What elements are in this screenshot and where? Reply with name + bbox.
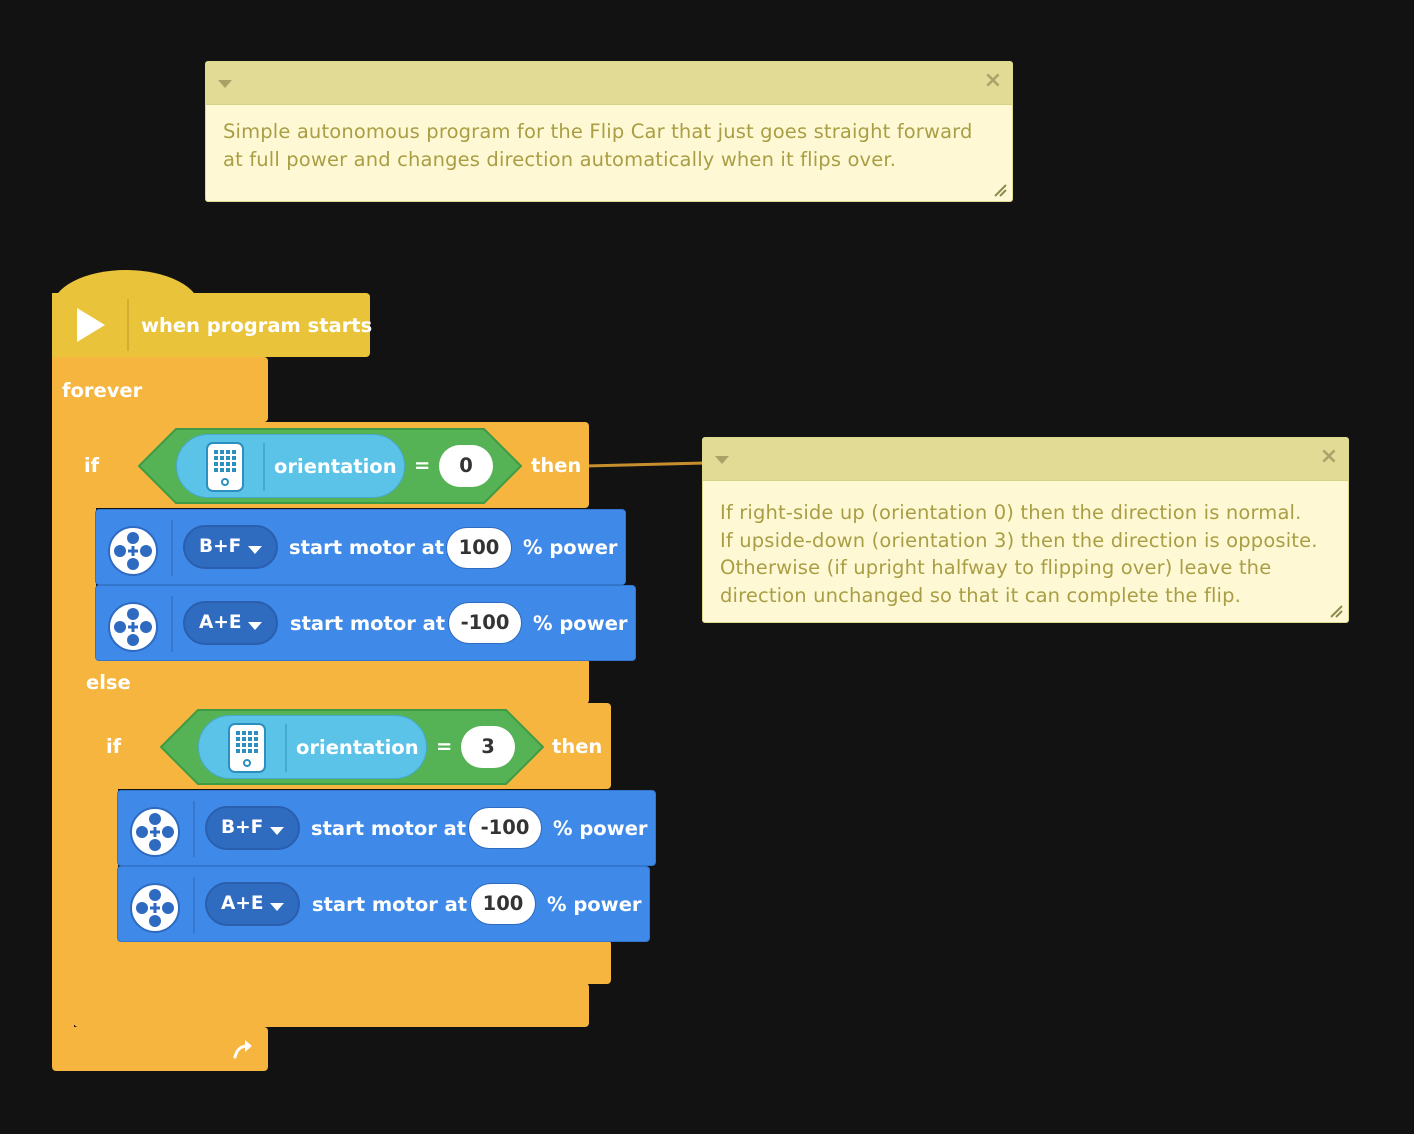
- motor-icon: [108, 602, 158, 652]
- else-label: else: [86, 671, 131, 694]
- equals-sign: =: [436, 735, 453, 758]
- forever-block[interactable]: [52, 357, 268, 422]
- chevron-down-icon: [248, 546, 262, 554]
- comment-note[interactable]: × If right-side up (orientation 0) then …: [702, 437, 1349, 623]
- then-label: then: [552, 735, 603, 758]
- comment-header[interactable]: ×: [703, 438, 1348, 481]
- loop-arrow-icon: [233, 1040, 252, 1059]
- chevron-down-icon: [248, 622, 262, 630]
- forever-label: forever: [62, 379, 143, 402]
- divider: [171, 520, 173, 576]
- forever-block-arm: [52, 420, 74, 1030]
- sensor-label: orientation: [274, 455, 397, 478]
- divider: [171, 596, 173, 652]
- equals-operator[interactable]: orientation = 0: [138, 428, 522, 504]
- if-label: if: [106, 735, 122, 758]
- power-label: % power: [547, 893, 642, 916]
- motor-icon: [108, 526, 158, 576]
- start-motor-block[interactable]: B+F start motor at 100 % power: [95, 509, 626, 585]
- condition-value-input[interactable]: 3: [461, 726, 515, 768]
- divider: [127, 299, 129, 351]
- motor-port-dropdown[interactable]: B+F: [205, 806, 300, 850]
- port-label: B+F: [199, 536, 242, 557]
- motor-port-dropdown[interactable]: A+E: [205, 882, 300, 926]
- hub-icon: [228, 723, 266, 773]
- comment-connector: [585, 461, 706, 468]
- equals-sign: =: [414, 454, 431, 477]
- resize-icon[interactable]: [993, 183, 1007, 197]
- power-input[interactable]: -100: [448, 602, 522, 644]
- condition-value-input[interactable]: 0: [439, 445, 493, 487]
- else-row[interactable]: [74, 658, 589, 704]
- close-icon[interactable]: ×: [1319, 444, 1339, 469]
- comment-text[interactable]: If right-side up (orientation 0) then th…: [720, 501, 1318, 607]
- port-label: A+E: [199, 612, 242, 633]
- power-label: % power: [553, 817, 648, 840]
- action-label: start motor at: [312, 893, 468, 916]
- equals-operator[interactable]: orientation = 3: [160, 709, 544, 785]
- start-motor-block[interactable]: A+E start motor at -100 % power: [95, 585, 636, 661]
- if-block-bottom[interactable]: [96, 940, 611, 984]
- power-input[interactable]: 100: [470, 883, 536, 925]
- hub-icon: [206, 442, 244, 492]
- forever-block-bottom[interactable]: [52, 1027, 268, 1071]
- action-label: start motor at: [289, 536, 445, 559]
- comment-header[interactable]: ×: [206, 62, 1012, 105]
- comment-text[interactable]: Simple autonomous program for the Flip C…: [223, 120, 973, 171]
- start-motor-block[interactable]: A+E start motor at 100 % power: [117, 866, 650, 942]
- collapse-icon[interactable]: [715, 456, 729, 464]
- divider: [193, 877, 195, 933]
- start-motor-block[interactable]: B+F start motor at -100 % power: [117, 790, 656, 866]
- divider: [193, 801, 195, 857]
- orientation-sensor[interactable]: orientation: [176, 434, 405, 498]
- divider: [285, 724, 287, 772]
- orientation-sensor[interactable]: orientation: [198, 715, 427, 779]
- power-input[interactable]: 100: [446, 527, 512, 569]
- motor-port-dropdown[interactable]: B+F: [183, 525, 278, 569]
- action-label: start motor at: [311, 817, 467, 840]
- port-label: A+E: [221, 893, 264, 914]
- sensor-label: orientation: [296, 736, 419, 759]
- port-label: B+F: [221, 817, 264, 838]
- chevron-down-icon: [270, 903, 284, 911]
- comment-note[interactable]: × Simple autonomous program for the Flip…: [205, 61, 1013, 202]
- when-program-starts-block[interactable]: when program starts: [52, 293, 373, 357]
- play-icon: [77, 308, 105, 342]
- hat-label: when program starts: [141, 314, 373, 337]
- if-else-arm: [74, 505, 96, 1025]
- then-label: then: [531, 454, 582, 477]
- motor-icon: [130, 807, 180, 857]
- power-label: % power: [533, 612, 628, 635]
- collapse-icon[interactable]: [218, 80, 232, 88]
- motor-port-dropdown[interactable]: A+E: [183, 601, 278, 645]
- if-block-arm: [96, 786, 118, 986]
- action-label: start motor at: [290, 612, 446, 635]
- resize-icon[interactable]: [1329, 604, 1343, 618]
- divider: [263, 443, 265, 491]
- close-icon[interactable]: ×: [983, 68, 1003, 93]
- motor-icon: [130, 883, 180, 933]
- power-input[interactable]: -100: [468, 807, 542, 849]
- power-label: % power: [523, 536, 618, 559]
- if-else-bottom[interactable]: [74, 983, 589, 1027]
- chevron-down-icon: [270, 827, 284, 835]
- if-label: if: [84, 454, 100, 477]
